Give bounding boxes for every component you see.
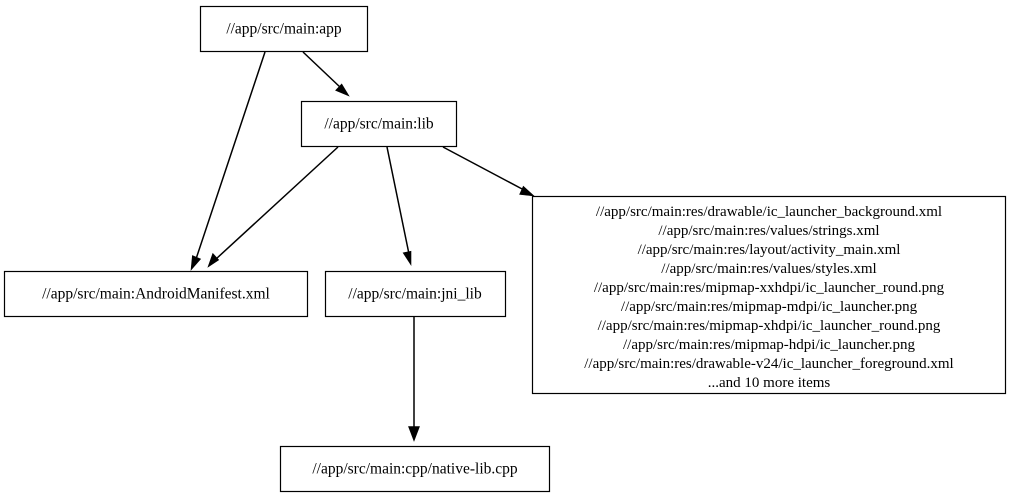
resource-line-3: //app/src/main:res/values/styles.xml — [661, 261, 876, 277]
edge-lib-to-manifest-line — [215, 146, 339, 260]
edge-app-to-manifest-arrowhead — [190, 255, 202, 271]
graph-node-androidmanifest[interactable]: //app/src/main:AndroidManifest.xml — [3, 270, 309, 318]
edge-lib-to-manifest — [207, 146, 339, 268]
resource-line-6: //app/src/main:res/mipmap-xhdpi/ic_launc… — [598, 318, 941, 334]
resource-line-9: ...and 10 more items — [708, 375, 831, 391]
edge-app-to-lib-arrowhead — [335, 83, 350, 97]
edge-jni-lib-to-native-lib — [408, 317, 420, 442]
edge-lib-to-manifest-arrowhead — [207, 252, 220, 268]
edge-app-to-manifest — [190, 51, 266, 271]
graph-node-app-label: //app/src/main:app — [226, 21, 342, 38]
graph-node-jni-lib-label: //app/src/main:jni_lib — [348, 286, 482, 303]
graph-edges — [190, 51, 535, 442]
graph-node-native-lib[interactable]: //app/src/main:cpp/native-lib.cpp — [279, 445, 551, 493]
edge-app-to-lib — [302, 51, 350, 97]
resource-line-0: //app/src/main:res/drawable/ic_launcher_… — [596, 204, 942, 220]
graph-node-jni-lib[interactable]: //app/src/main:jni_lib — [324, 270, 507, 318]
edge-app-to-lib-line — [302, 51, 342, 89]
resource-line-5: //app/src/main:res/mipmap-mdpi/ic_launch… — [621, 299, 918, 315]
edge-lib-to-resources-arrowhead — [519, 185, 535, 197]
graph-node-lib[interactable]: //app/src/main:lib — [300, 100, 458, 148]
graph-node-lib-box[interactable] — [300, 100, 458, 148]
resource-line-4: //app/src/main:res/mipmap-xxhdpi/ic_laun… — [594, 280, 945, 296]
graph-node-androidmanifest-box[interactable] — [3, 270, 309, 318]
edge-lib-to-resources-line — [442, 146, 525, 191]
graph-node-native-lib-box[interactable] — [279, 445, 551, 493]
resource-line-1: //app/src/main:res/values/strings.xml — [658, 223, 879, 239]
edge-lib-to-jni-lib — [386, 146, 412, 267]
graph-node-resources-group[interactable]: //app/src/main:res/drawable/ic_launcher_… — [531, 195, 1007, 395]
edge-jni-lib-to-native-lib-arrowhead — [408, 426, 420, 442]
graph-node-app[interactable]: //app/src/main:app — [199, 5, 369, 53]
graph-node-native-lib-label: //app/src/main:cpp/native-lib.cpp — [312, 461, 518, 478]
graph-nodes: //app/src/main:app //app/src/main:lib //… — [3, 5, 1007, 493]
resource-line-8: //app/src/main:res/drawable-v24/ic_launc… — [584, 356, 953, 372]
resource-line-7: //app/src/main:res/mipmap-hdpi/ic_launch… — [623, 337, 916, 353]
graph-node-jni-lib-box[interactable] — [324, 270, 507, 318]
edge-app-to-manifest-line — [195, 51, 266, 260]
resource-line-2: //app/src/main:res/layout/activity_main.… — [638, 242, 901, 258]
edge-lib-to-resources — [442, 146, 535, 197]
edge-lib-to-jni-lib-line — [386, 146, 410, 255]
graph-node-app-box[interactable] — [199, 5, 369, 53]
graph-node-lib-label: //app/src/main:lib — [324, 116, 434, 133]
edge-lib-to-jni-lib-arrowhead — [402, 250, 412, 267]
graph-node-androidmanifest-label: //app/src/main:AndroidManifest.xml — [42, 286, 270, 303]
graph-node-resources-box[interactable] — [531, 195, 1007, 395]
